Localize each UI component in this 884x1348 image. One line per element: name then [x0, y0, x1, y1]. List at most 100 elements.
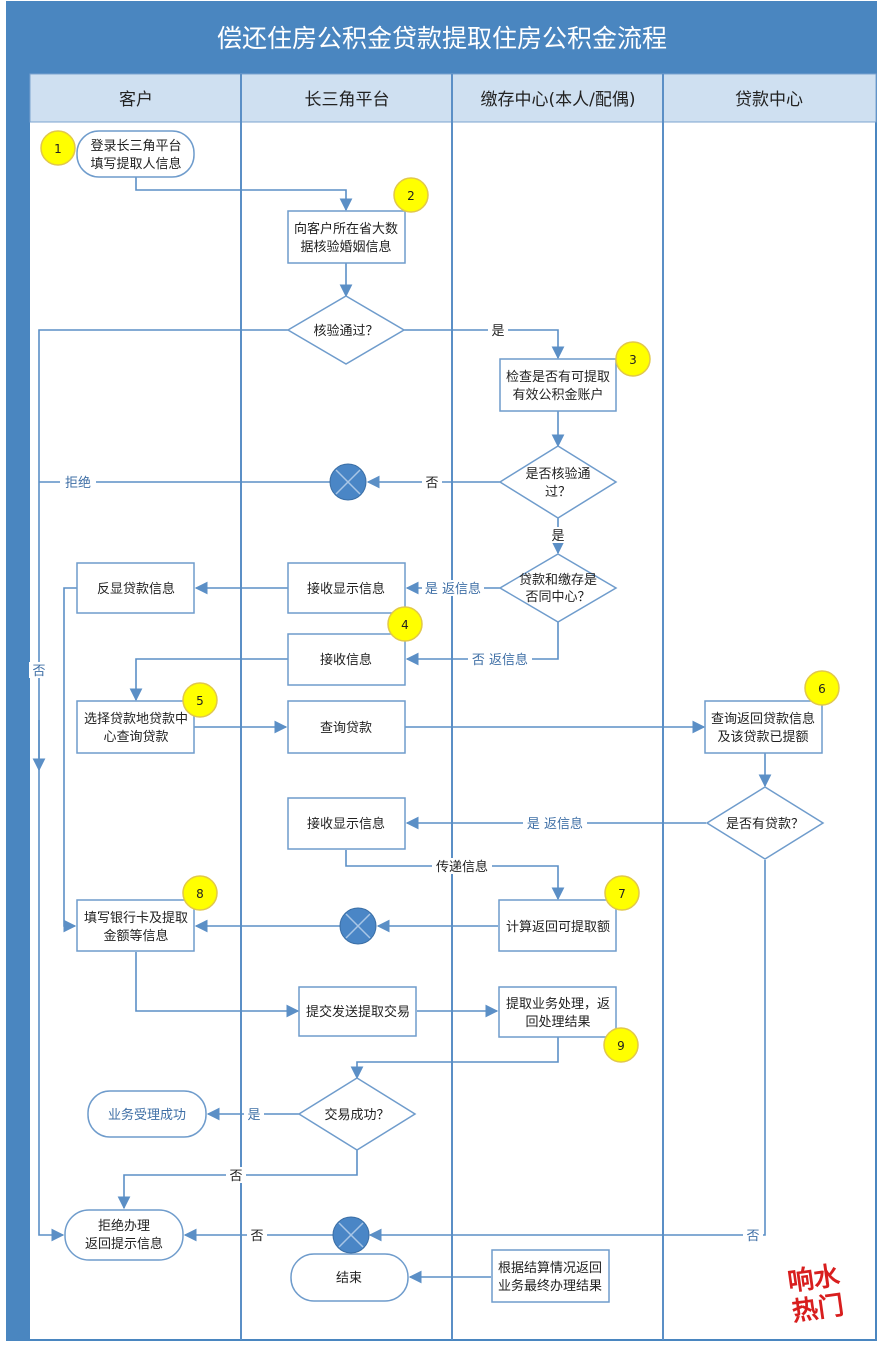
node-verify-pass: 核验通过？: [286, 295, 406, 365]
svg-text:向客户所在省大数: 向客户所在省大数: [294, 221, 398, 237]
edge-label-no-2: 否: [229, 1169, 242, 1184]
lane-title-customer: 客户: [119, 90, 153, 110]
node-has-loan: 是否有贷款？: [705, 786, 825, 860]
svg-text:是否核验通: 是否核验通: [525, 466, 590, 482]
svg-text:业务最终办理结果: 业务最终办理结果: [498, 1278, 602, 1294]
terminator-circle-2: [339, 907, 377, 945]
edge-label-no-4: 否: [746, 1229, 759, 1244]
step-badge-8: 8: [182, 875, 218, 911]
svg-text:填写提取人信息: 填写提取人信息: [90, 156, 181, 172]
edge-label-yes-return-2: 是 返信息: [527, 816, 583, 832]
svg-text:9: 9: [617, 1039, 625, 1053]
svg-text:据核验婚姻信息: 据核验婚姻信息: [300, 239, 391, 255]
svg-text:查询返回贷款信息: 查询返回贷款信息: [711, 711, 815, 727]
step-badge-3: 3: [615, 341, 651, 377]
svg-text:返回提示信息: 返回提示信息: [85, 1236, 163, 1252]
edge-label-no-return: 否 返信息: [472, 652, 528, 668]
node-select-loan-center: 选择贷款地贷款中 心查询贷款: [76, 700, 195, 754]
lane-title-platform: 长三角平台: [305, 90, 390, 110]
svg-text:登录长三角平台: 登录长三角平台: [90, 139, 181, 154]
svg-text:选择贷款地贷款中: 选择贷款地贷款中: [84, 712, 188, 727]
step-badge-9: 9: [603, 1027, 639, 1063]
svg-text:拒绝办理: 拒绝办理: [98, 1218, 150, 1234]
svg-text:4: 4: [401, 618, 409, 632]
svg-text:提取业务处理，返: 提取业务处理，返: [506, 996, 610, 1012]
svg-text:计算返回可提取额: 计算返回可提取额: [506, 919, 610, 935]
svg-text:业务受理成功: 业务受理成功: [108, 1107, 186, 1123]
svg-text:接收显示信息: 接收显示信息: [307, 581, 385, 597]
lane-separators: [240, 74, 664, 1340]
node-process-result: 提取业务处理，返 回处理结果: [498, 986, 617, 1038]
terminator-circle-1: [329, 463, 367, 501]
step-badge-4: 4: [387, 606, 423, 642]
svg-text:根据结算情况返回: 根据结算情况返回: [498, 1261, 602, 1276]
lane-title-loan-center: 贷款中心: [735, 90, 803, 110]
svg-text:是否有贷款？: 是否有贷款？: [726, 817, 804, 832]
node-reject-processing: 拒绝办理 返回提示信息: [64, 1209, 184, 1261]
diagram-frame: [6, 1, 877, 1341]
node-query-return-loan: 查询返回贷款信息 及该贷款已提额: [704, 700, 823, 754]
step-badge-5: 5: [182, 682, 218, 718]
step-badge-1: 1: [40, 130, 76, 166]
node-show-loan-info: 反显贷款信息: [76, 562, 195, 614]
node-calc-amount: 计算返回可提取额: [498, 899, 617, 952]
svg-text:6: 6: [818, 682, 826, 696]
node-login: 登录长三角平台 填写提取人信息: [76, 130, 195, 178]
svg-text:交易成功？: 交易成功？: [324, 1107, 389, 1123]
svg-text:5: 5: [196, 694, 204, 708]
svg-text:心查询贷款: 心查询贷款: [103, 730, 168, 745]
svg-text:有效公积金账户: 有效公积金账户: [512, 387, 603, 403]
title-bar: [7, 2, 876, 74]
left-strip: [7, 74, 30, 1340]
node-business-accepted: 业务受理成功: [87, 1090, 207, 1138]
edge-label-no-3: 否: [250, 1229, 263, 1244]
node-receive-display-2: 接收显示信息: [287, 797, 406, 850]
lane-title-deposit-center: 缴存中心(本人/配偶): [481, 90, 636, 110]
node-end: 结束: [290, 1253, 409, 1302]
svg-text:8: 8: [196, 887, 204, 901]
svg-text:过？: 过？: [545, 485, 571, 500]
svg-text:查询贷款: 查询贷款: [320, 721, 372, 736]
svg-text:结束: 结束: [336, 1271, 362, 1286]
step-badge-2: 2: [393, 177, 429, 213]
node-verify-marriage: 向客户所在省大数 据核验婚姻信息: [287, 210, 406, 264]
node-receive-info: 接收信息: [287, 633, 406, 686]
svg-text:反显贷款信息: 反显贷款信息: [97, 581, 175, 597]
watermark-logo: 响水 热门: [786, 1256, 878, 1331]
edge-label-yes-1: 是: [491, 324, 504, 339]
svg-text:及该贷款已提额: 及该贷款已提额: [717, 729, 808, 745]
svg-text:回处理结果: 回处理结果: [525, 1015, 590, 1030]
node-query-loan: 查询贷款: [287, 700, 406, 754]
edge-label-yes-2: 是: [551, 529, 564, 544]
svg-text:接收显示信息: 接收显示信息: [307, 816, 385, 832]
node-transaction-success: 交易成功？: [297, 1077, 417, 1151]
svg-text:否同中心？: 否同中心？: [525, 590, 590, 605]
svg-text:3: 3: [629, 353, 637, 367]
edge-label-no-1: 否: [425, 476, 438, 491]
edge-label-yes-return: 是 返信息: [425, 581, 481, 597]
svg-text:检查是否有可提取: 检查是否有可提取: [506, 369, 610, 385]
node-same-center: 贷款和缴存是 否同中心？: [498, 553, 618, 623]
svg-text:核验通过？: 核验通过？: [313, 323, 378, 339]
node-check-pass: 是否核验通 过？: [498, 445, 618, 519]
terminator-circle-3: [332, 1216, 370, 1254]
step-badge-7: 7: [604, 875, 640, 911]
diagram-title: 偿还住房公积金贷款提取住房公积金流程: [217, 24, 667, 53]
node-check-account: 检查是否有可提取 有效公积金账户: [499, 358, 617, 412]
svg-text:接收信息: 接收信息: [320, 652, 372, 668]
edge-label-pass-info: 传递信息: [436, 859, 488, 875]
node-fill-bank-card: 填写银行卡及提取 金额等信息: [76, 899, 195, 952]
svg-text:7: 7: [618, 887, 626, 901]
svg-text:贷款和缴存是: 贷款和缴存是: [519, 573, 597, 588]
edge-label-reject: 拒绝: [65, 475, 91, 491]
step-badge-6: 6: [804, 670, 840, 706]
node-receive-display-1: 接收显示信息: [287, 562, 406, 614]
svg-text:提交发送提取交易: 提交发送提取交易: [306, 1004, 410, 1020]
edge-label-no-left: 否: [32, 664, 45, 679]
edge-label-yes-3: 是: [247, 1108, 260, 1123]
svg-text:1: 1: [54, 142, 62, 156]
svg-text:金额等信息: 金额等信息: [103, 928, 168, 944]
svg-text:填写银行卡及提取: 填写银行卡及提取: [84, 910, 188, 926]
node-submit-transaction: 提交发送提取交易: [298, 986, 417, 1037]
